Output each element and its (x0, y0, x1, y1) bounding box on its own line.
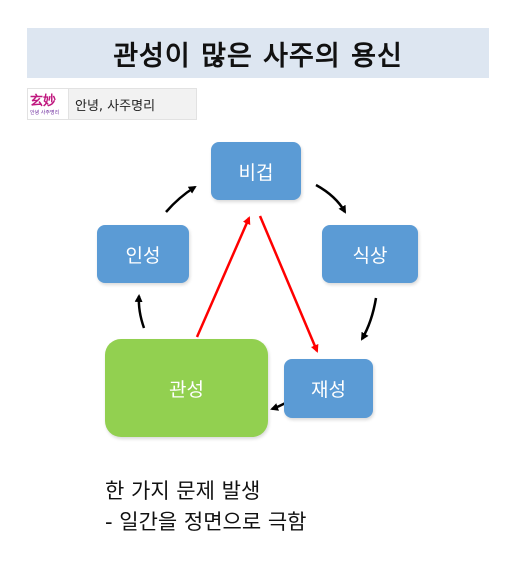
logo-subtext: 안녕 사주명리 (30, 110, 60, 116)
page-title: 관성이 많은 사주의 용신 (113, 40, 403, 72)
node-bigeop-label: 비겁 (238, 161, 274, 184)
arrow-siksang-to-jaeseong (360, 297, 378, 341)
node-siksang: 식상 (322, 225, 418, 283)
arrow-inseong-to-bigeop (165, 185, 197, 213)
logo-text: 玄妙 (30, 94, 57, 109)
node-gwanseong: 관성 (105, 339, 268, 437)
brand-tag: 玄妙 안녕 사주명리 안녕, 사주명리 (27, 88, 197, 120)
brand-name: 안녕, 사주명리 (75, 99, 156, 114)
note-line-1: 한 가지 문제 발생 (105, 479, 261, 503)
arrow-bigeop-to-siksang (315, 183, 347, 214)
title-banner: 관성이 많은 사주의 용신 (27, 28, 489, 78)
node-inseong: 인성 (97, 225, 189, 283)
logo: 玄妙 안녕 사주명리 (28, 89, 69, 119)
arrow-gwanseong-to-bigeop (195, 216, 251, 338)
node-gwanseong-label: 관성 (169, 378, 204, 401)
note-line-2: - 일간을 정면으로 극함 (105, 510, 307, 534)
node-inseong-label: 인성 (125, 244, 161, 267)
arrow-bigeop-to-jaeseong (258, 215, 319, 353)
arrow-gwanseong-to-inseong (134, 294, 146, 329)
node-siksang-label: 식상 (352, 244, 388, 267)
node-jaeseong-label: 재성 (311, 379, 346, 401)
note-text: 한 가지 문제 발생 - 일간을 정면으로 극함 (105, 476, 306, 538)
node-jaeseong: 재성 (284, 359, 373, 418)
node-bigeop: 비겁 (211, 142, 301, 200)
